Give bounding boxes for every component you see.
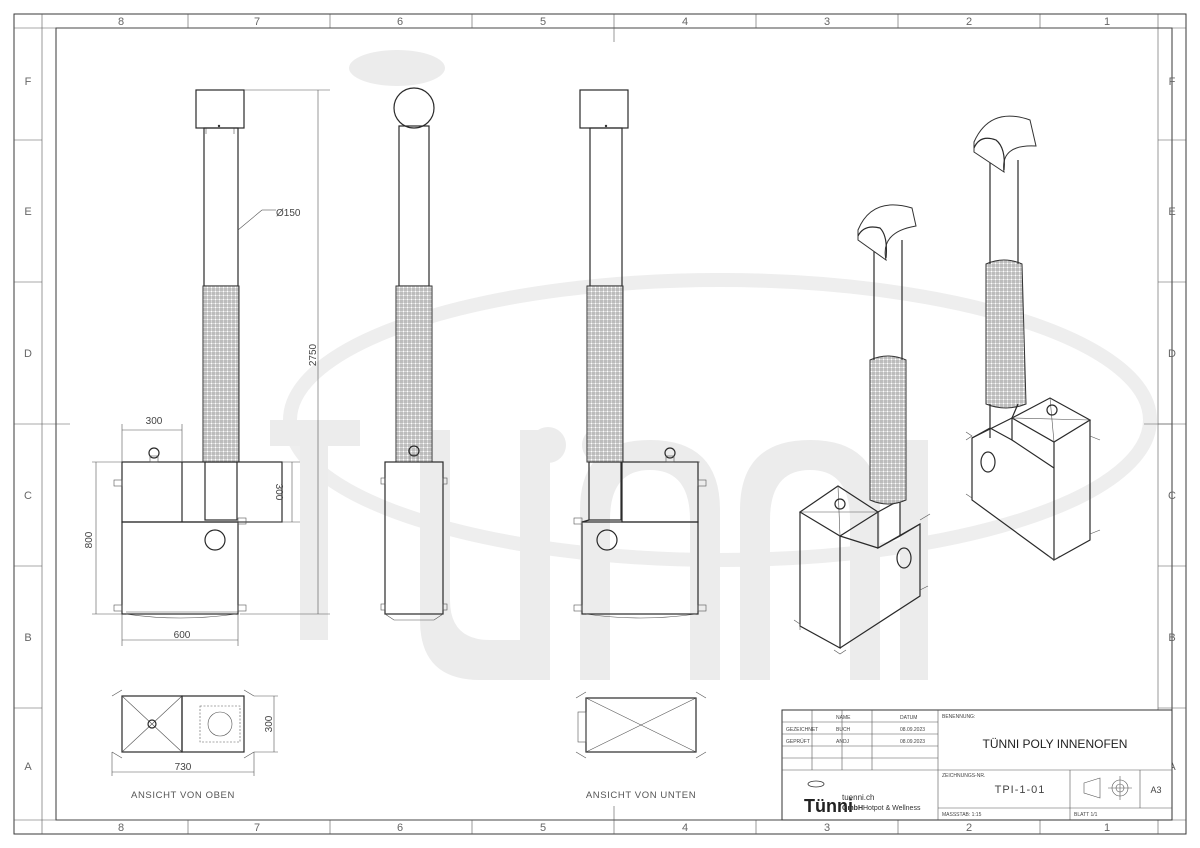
rear-view — [573, 89, 707, 619]
drawn-date: 08.09.2023 — [900, 727, 925, 733]
view-caption-bottom: ANSICHT VON UNTEN — [586, 790, 696, 801]
zone-label-top: 6 — [397, 16, 403, 28]
zone-label-right: B — [1168, 632, 1175, 644]
pipe-diameter-label: Ø150 — [276, 208, 301, 219]
column-name-header: NAME — [836, 715, 851, 721]
zone-label-left: C — [24, 490, 32, 502]
isometric-view-front — [793, 204, 931, 655]
side-view — [380, 87, 448, 621]
zone-label-bottom: 8 — [118, 822, 124, 834]
brand-tagline: Hotpot & Wellness — [863, 805, 921, 812]
scale-label: MASSSTAB: 1:15 — [942, 812, 982, 818]
zone-label-top: 5 — [540, 16, 546, 28]
front-view: Ø150 2750 300 300 800 600 — [84, 89, 330, 646]
drawing-number: TPI-1-01 — [995, 784, 1046, 796]
zone-label-bottom: 4 — [682, 822, 688, 834]
drawing-frame: 8 7 6 5 4 3 2 1 8 7 6 5 4 3 2 1 F E D C … — [13, 13, 1187, 835]
zone-label-top: 1 — [1104, 16, 1110, 28]
body-height-label: 800 — [84, 531, 95, 548]
plan-view-bottom: ANSICHT VON UNTEN — [575, 691, 707, 801]
row-checked-label: GEPRÜFT — [786, 738, 810, 745]
plan-view-top: 730 300 ANSICHT VON OBEN — [111, 689, 278, 801]
zone-label-top: 3 — [824, 16, 830, 28]
zone-label-right: E — [1168, 206, 1175, 218]
zone-label-right: F — [1169, 76, 1176, 88]
drawing-number-label: ZEICHNUNGS-NR. — [942, 773, 985, 779]
zone-label-bottom: 6 — [397, 822, 403, 834]
zone-label-bottom: 5 — [540, 822, 546, 834]
zone-label-left: E — [24, 206, 31, 218]
sheet-number: BLATT 1/1 — [1074, 812, 1098, 818]
brand-url: tuenni.ch — [842, 793, 874, 802]
side-height-label: 300 — [273, 484, 284, 501]
zone-label-top: 7 — [254, 16, 260, 28]
zone-label-bottom: 1 — [1104, 822, 1110, 834]
zone-label-bottom: 7 — [254, 822, 260, 834]
zone-label-bottom: 3 — [824, 822, 830, 834]
brand-company-form: GmbH — [842, 805, 863, 812]
top-width-label: 300 — [146, 416, 163, 427]
title-block: NAME DATUM GEZEICHNET GEPRÜFT BUCH 08.09… — [781, 709, 1173, 821]
zone-label-top: 8 — [118, 16, 124, 28]
sheet-size: A3 — [1150, 785, 1161, 795]
brand-logo: Tünni tuenni.ch GmbH Hotpot & Wellness — [804, 780, 921, 816]
checked-date: 08.09.2023 — [900, 739, 925, 745]
title-field-label: BENENNUNG: — [942, 714, 975, 720]
body-width-label: 600 — [174, 630, 191, 641]
zone-label-left: F — [25, 76, 32, 88]
zone-label-right: C — [1168, 490, 1176, 502]
total-height-label: 2750 — [308, 343, 319, 366]
zone-label-top: 2 — [966, 16, 972, 28]
column-date-header: DATUM — [900, 715, 917, 721]
brand-wordmark: Tünni — [804, 796, 853, 816]
zone-label-bottom: 2 — [966, 822, 972, 834]
plan-depth-label: 300 — [264, 715, 275, 732]
zone-label-left: D — [24, 348, 32, 360]
projection-symbol-icon — [1083, 776, 1132, 800]
zone-label-left: A — [24, 761, 32, 773]
zone-label-right: D — [1168, 348, 1176, 360]
zone-label-left: B — [24, 632, 31, 644]
view-caption-top: ANSICHT VON OBEN — [131, 790, 235, 801]
drawing-title: TÜNNI POLY INNENOFEN — [983, 737, 1128, 751]
row-drawn-label: GEZEICHNET — [786, 727, 818, 733]
drawn-by-name: BUCH — [836, 727, 851, 733]
zone-label-top: 4 — [682, 16, 688, 28]
plan-width-label: 730 — [175, 762, 192, 773]
isometric-view-rear — [965, 115, 1101, 562]
checked-by-name: ANDJ — [836, 739, 850, 745]
